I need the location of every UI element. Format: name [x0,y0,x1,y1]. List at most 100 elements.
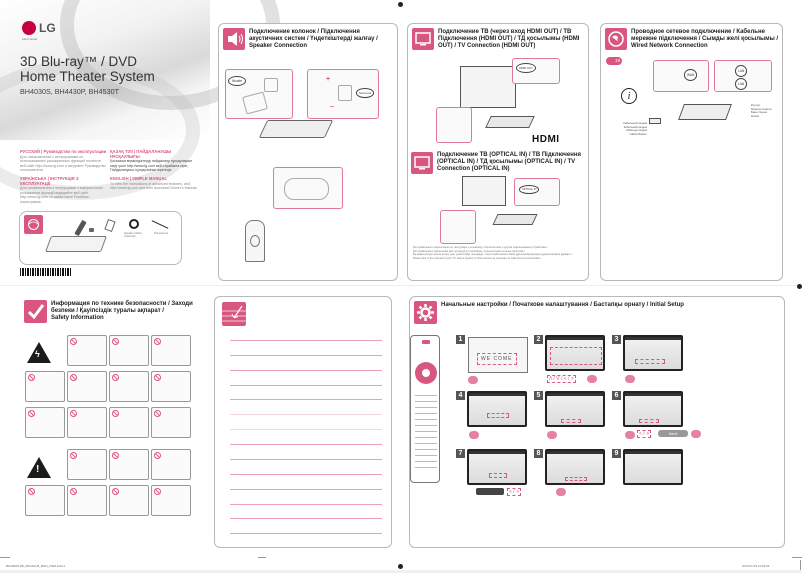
tv-illustration [460,66,516,108]
crop-mark [0,570,802,573]
option-highlight [635,359,665,364]
player-unit-illustration [45,236,107,252]
initial-setup-title: Начальные настройки / Початкове налаштув… [441,302,684,308]
note-line [230,429,382,430]
lang-heading: УКРАЇНСЬКА | ІНСТРУКЦІЯ З ЕКСПЛУАТАЦІЇ [20,176,79,186]
step-3-screen [623,335,683,371]
step-number-2: 2 [534,335,543,344]
lang-block-ru: РУССКИЙ | Руководство по эксплуатации Дл… [20,149,108,173]
tv-icon [411,152,433,174]
note-line [230,414,382,415]
step-2-ok-button [587,375,597,383]
step-1-unit-illustration: WE COME [468,337,528,373]
step-6-screen [623,391,683,427]
speaker-cable-illustration [129,219,139,229]
step-8-screen [545,449,605,485]
brand-name: LG [39,21,56,35]
crop-mark [800,560,801,573]
note-line [230,533,382,534]
step-number-4: 4 [456,391,465,400]
modem-labels: Кабельный модем Кабельний модем Кабельді… [623,121,647,136]
step-6-next-button: Next [658,430,688,437]
tv-hdmi-panel: Подключение ТВ (через вход HDMI OUT) / Т… [407,23,589,281]
woofer-label: Woofer [228,76,247,86]
speaker-connection-title: Подключение колонок / Підключення акусти… [249,29,378,49]
button-highlight [561,419,581,423]
hdmi-port-detail-top: HDMI OUT [512,58,560,84]
wired-network-title: Проводное сетевое подключение / Кабельне… [631,29,779,49]
step-number-1: 1 [456,335,465,344]
registration-mark [398,564,403,569]
prohibited-icon [70,410,77,417]
safety-illustration [67,407,107,438]
safety-illustration [151,335,191,366]
info-icon: i [621,88,637,104]
hdmi-logo: HDMI [532,134,560,145]
prohibited-icon [154,488,161,495]
speaker-icon [223,28,245,50]
note-line [230,489,382,490]
prohibited-icon [70,488,77,495]
remote-button-grid [415,392,437,472]
note-line [230,504,382,505]
tv-optical-section: Подключение ТВ (OPTICAL IN) / ТВ Підключ… [407,148,589,281]
lang-body: Для ознайомлення з інструкціями з викори… [20,186,103,204]
note-line [230,399,382,400]
note-line [230,518,382,519]
step-6-ok-button [625,431,635,439]
safety-illustration [109,485,149,516]
globe-network-icon [605,28,627,50]
wired-network-panel: Проводное сетевое подключение / Кабельне… [600,23,783,281]
button-highlight [639,419,659,423]
lang-block-en: ENGLISH | SIMPLE MANUAL To view the inst… [110,176,198,191]
step-1-power-button [468,376,478,384]
tv-illustration [462,176,506,206]
remote-ok-button [422,369,430,377]
unit-illustration [258,120,334,138]
prohibited-icon [154,452,161,459]
box-contents-icon [24,215,43,234]
barcode [20,268,72,276]
caution-warning-icon [27,457,51,478]
step-2-screen [545,335,605,371]
display-highlight [477,353,517,365]
model-numbers: BH4030S, BH4430P, BH4530T [20,87,119,96]
router-labels: Роутер Маршрутизатор Бағыттауыш Router [751,103,772,118]
title-line-1: 3D Blu-ray™ / DVD [20,54,138,69]
notes-panel [214,296,392,548]
prohibited-icon [112,338,119,345]
step-5-screen [545,391,605,427]
electric-shock-warning-icon [27,342,51,363]
lang-body: Для ознакомления с инструкциями по испол… [20,154,106,173]
speaker-connection-panel: Подключение колонок / Підключення акусти… [218,23,398,281]
welcome-display: WE COME [481,356,513,362]
speaker-plug-sketch [242,91,268,115]
step-9-screen [623,449,683,485]
cover-page: LG Life's Good 3D Blu-ray™ / DVD Home Th… [0,0,280,285]
remote-control-illustration [410,335,440,483]
initial-setup-panel: Начальные настройки / Початкове налаштув… [409,296,785,548]
step-4-ok-button [469,431,479,439]
prohibited-icon [28,488,35,495]
safety-illustration [25,371,65,402]
note-line [230,444,382,445]
button-highlight [487,413,509,418]
batteries-illustration [89,228,94,232]
prohibited-icon [70,338,77,345]
manual-illustration [104,218,116,233]
lan-label-bottom: LAN [735,78,748,90]
optical-port-detail-tv [440,210,476,244]
tv-optical-title: Подключение ТВ (OPTICAL IN) / ТВ Підключ… [437,152,581,172]
speaker-cone-icon [250,235,260,247]
step-number-3: 3 [612,335,621,344]
optical-port-detail-top: OPTICAL IN [514,178,560,206]
wan-port-detail: WAN [653,60,709,92]
optical-in-label: OPTICAL IN [519,185,540,194]
cable-modem-illustration [649,118,661,124]
tv-hdmi-title: Подключение ТВ (через вход HDMI OUT) / Т… [438,29,580,49]
speaker-cable-detail [273,167,343,209]
lightning-glyph: ϟ [35,349,40,359]
safety-illustration [67,371,107,402]
field-highlight [489,473,507,478]
crop-mark [792,557,802,558]
